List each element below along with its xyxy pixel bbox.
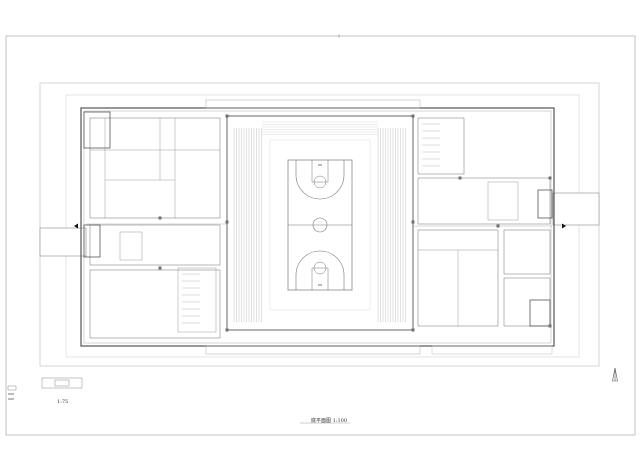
- east-entrance-passage: [552, 192, 600, 226]
- entrance-arrow-east-icon: [562, 223, 566, 229]
- free-throw-circle-south: [313, 261, 327, 275]
- key-south: [311, 267, 329, 290]
- west-wing-north-block: [89, 117, 221, 219]
- stair-core-west: [119, 231, 143, 261]
- free-throw-circle-north: [313, 175, 327, 189]
- core-se: [529, 299, 551, 327]
- entrance-arrow-west-icon: [74, 223, 78, 229]
- basketball-court: [287, 159, 353, 291]
- center-circle: [312, 217, 328, 233]
- column: [411, 114, 415, 118]
- bleachers-east: [377, 128, 406, 322]
- toilet-stalls-east: [422, 123, 440, 167]
- toilet-stalls-west: [182, 273, 200, 324]
- column: [225, 220, 229, 224]
- column: [225, 328, 229, 332]
- drawing-title: 底平面图 1:100: [311, 418, 347, 424]
- sheet-border: [5, 35, 636, 436]
- south-east-apron: [431, 345, 553, 355]
- west-entrance-passage: [39, 227, 87, 257]
- east-lobby-block: [417, 177, 551, 225]
- building-envelope: [80, 107, 555, 347]
- east-wing: [417, 117, 553, 327]
- gymnasium-hall: [226, 115, 414, 331]
- three-point-arc-south: [295, 250, 345, 290]
- east-toilet-block: [417, 117, 465, 175]
- site-outline: [39, 82, 600, 367]
- building-inner-wall: [83, 110, 552, 344]
- column: [548, 324, 552, 328]
- gym-hall-walls: [226, 115, 414, 331]
- west-wing-south-block: [89, 269, 221, 339]
- east-room-a: [503, 229, 551, 275]
- bleachers-west: [233, 128, 262, 322]
- north-arrow-icon: [612, 367, 618, 382]
- south-terrace: [205, 345, 421, 355]
- column: [548, 176, 552, 180]
- north-terrace: [205, 99, 421, 109]
- three-point-arc-north: [295, 160, 345, 200]
- stair-core-east: [487, 181, 519, 221]
- structural-columns: [158, 114, 552, 332]
- column: [458, 176, 462, 180]
- column: [158, 266, 162, 270]
- column: [496, 224, 500, 228]
- column: [225, 114, 229, 118]
- west-wing-corridor-block: [89, 224, 221, 266]
- column: [411, 328, 415, 332]
- corner-core-nw: [83, 111, 111, 149]
- core-west-entrance: [83, 224, 101, 258]
- legend-swatch: [8, 398, 14, 400]
- column: [158, 216, 162, 220]
- column: [411, 220, 415, 224]
- site-inner-outline: [65, 94, 580, 358]
- legend-swatch: [7, 385, 17, 391]
- key-plan: [7, 377, 83, 400]
- key-north: [311, 160, 329, 183]
- bleachers-north: [262, 121, 378, 135]
- key-plan-scale: 1:75: [57, 399, 69, 405]
- core-east-entrance: [537, 189, 553, 219]
- toilet-block-west: [177, 267, 217, 333]
- legend-swatch: [8, 393, 14, 395]
- east-room-b: [503, 277, 551, 327]
- court-run-off: [269, 139, 371, 311]
- west-wing: [83, 111, 221, 339]
